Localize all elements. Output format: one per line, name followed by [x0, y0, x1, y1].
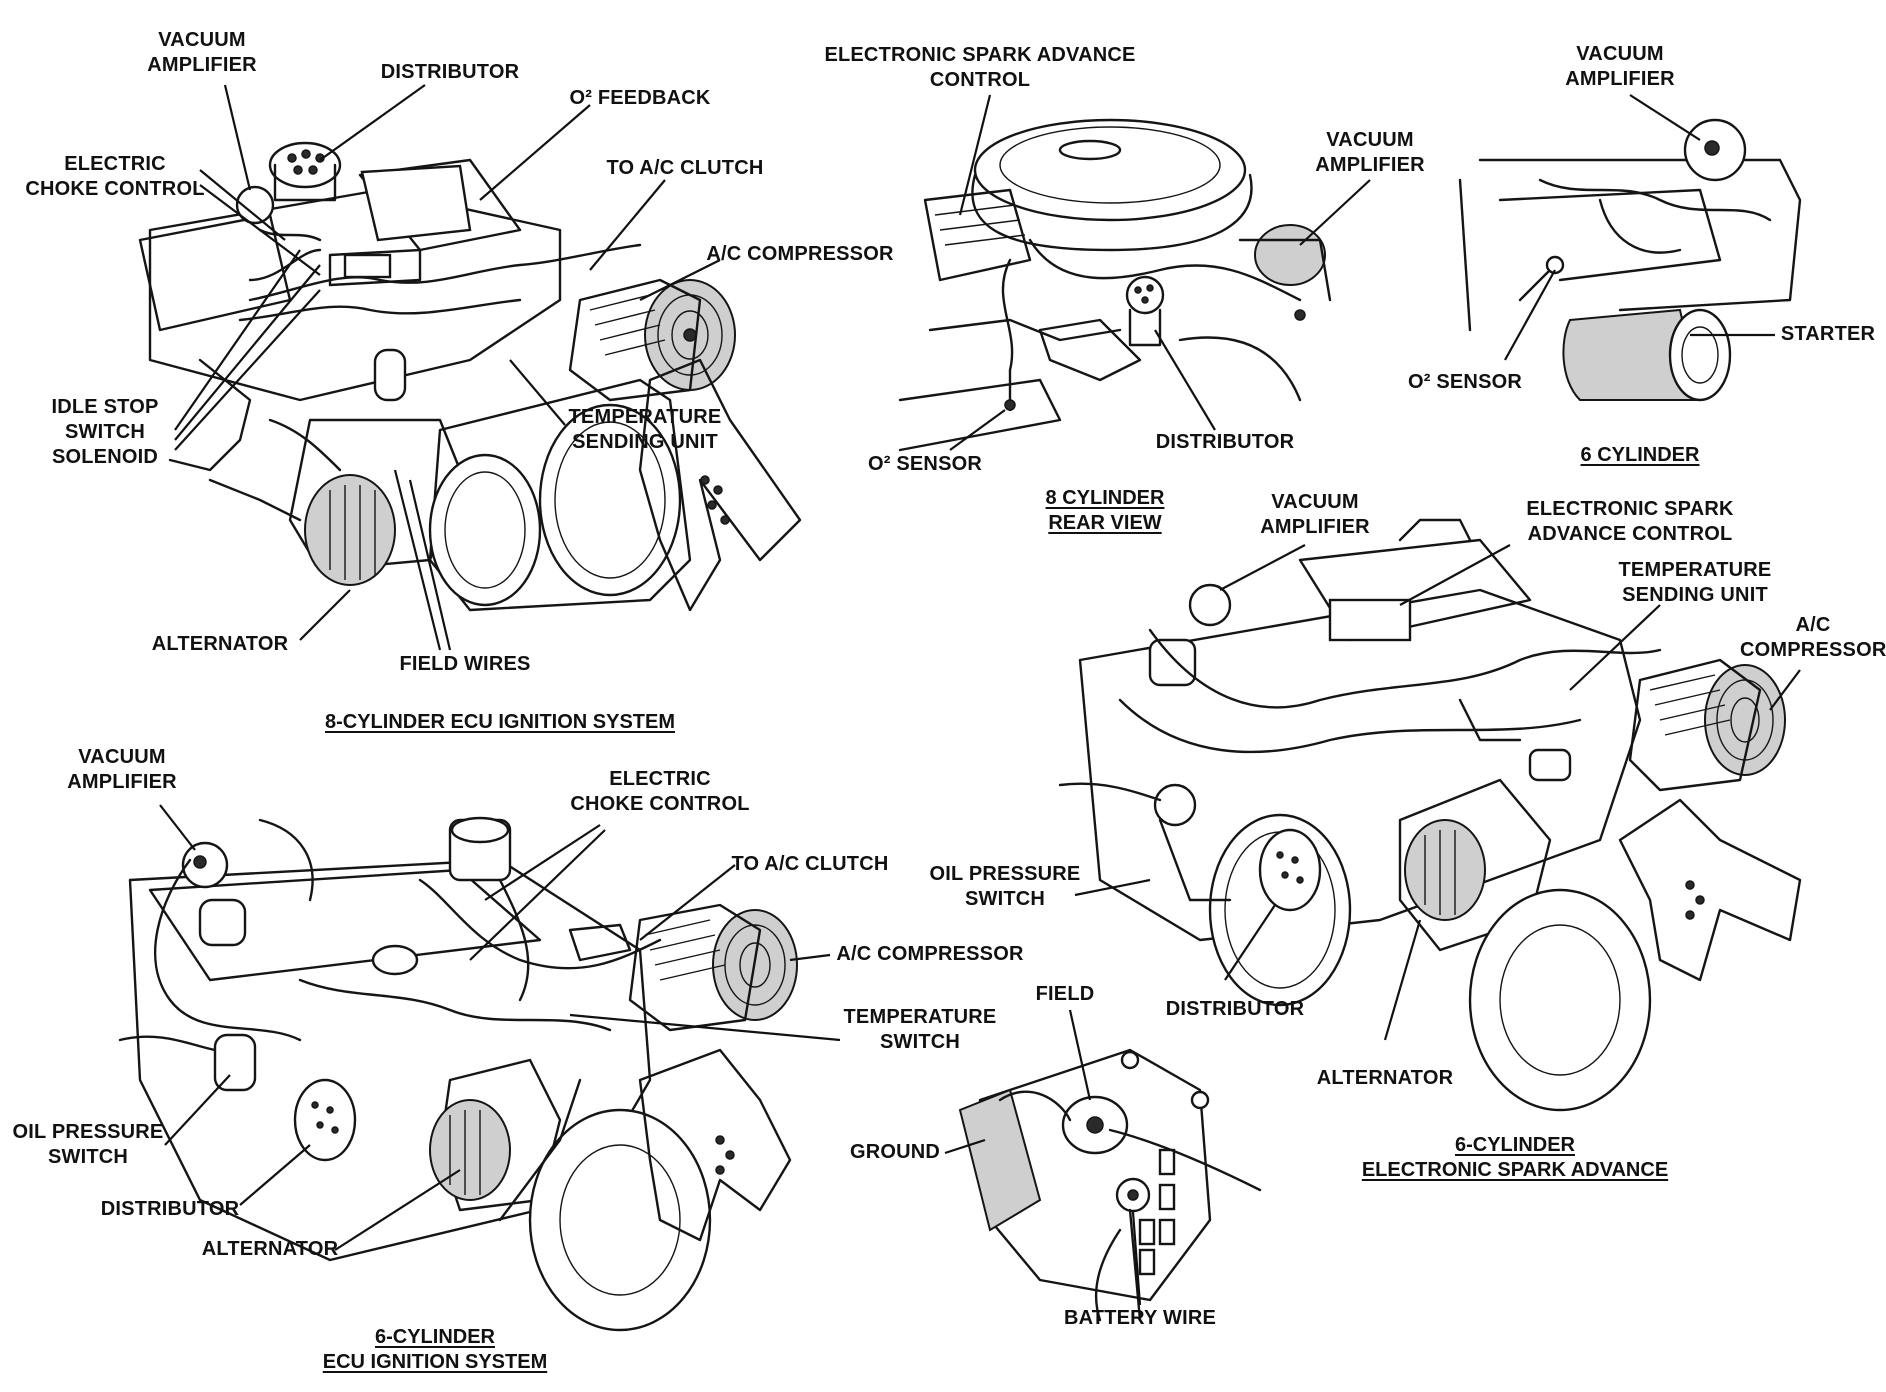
rear-vacuum-amplifier	[1254, 224, 1326, 286]
six-cyl-esa-drawing	[1058, 518, 1802, 1112]
rear-label-esa-control: ELECTRONIC SPARK ADVANCE CONTROL	[824, 44, 1136, 91]
v8-label-vacuum-amplifier: VACUUM AMPLIFIER	[147, 29, 257, 76]
v8-vacuum-amplifier	[235, 185, 275, 225]
ecu6-label-alternator: ALTERNATOR	[201, 1238, 339, 1260]
rear-label-vacuum-amplifier: VACUUM AMPLIFIER	[1315, 129, 1425, 176]
esa6-label-distributor: DISTRIBUTOR	[1165, 998, 1305, 1020]
rear-caption: 8 CYLINDER REAR VIEW	[1045, 487, 1165, 534]
v8-label-ac-clutch: TO A/C CLUTCH	[606, 157, 764, 179]
leader-lines	[159, 84, 1801, 1306]
c6-label-o2-sensor: O² SENSOR	[1407, 371, 1523, 393]
six-cyl-ecu-drawing	[118, 816, 798, 1332]
v8-label-temp-sending: TEMPERATURE SENDING UNIT	[568, 406, 722, 453]
v8-label-alternator: ALTERNATOR	[151, 633, 289, 655]
ecu6-distributor	[293, 1078, 357, 1162]
c6-label-vacuum-amplifier: VACUUM AMPLIFIER	[1565, 43, 1675, 90]
ecu6-label-ac-clutch: TO A/C CLUTCH	[731, 853, 889, 875]
rear-esa-control-box	[923, 188, 1032, 282]
rear-label-o2-sensor: O² SENSOR	[867, 453, 983, 475]
esa6-label-oil-pressure: OIL PRESSURE SWITCH	[929, 863, 1081, 910]
c6-caption: 6 CYLINDER	[1580, 444, 1700, 466]
esa6-distributor	[1258, 828, 1322, 912]
v8-engine-drawing	[138, 141, 802, 612]
v8-label-o2-feedback: O² FEEDBACK	[569, 87, 711, 109]
esa6-label-temp-sending: TEMPERATURE SENDING UNIT	[1618, 559, 1772, 606]
alt-label-field: FIELD	[1035, 983, 1095, 1005]
esa6-label-esa-control: ELECTRONIC SPARK ADVANCE CONTROL	[1526, 498, 1734, 545]
c6-label-starter: STARTER	[1780, 323, 1876, 345]
rear-label-distributor: DISTRIBUTOR	[1155, 431, 1295, 453]
ecu6-label-distributor: DISTRIBUTOR	[100, 1198, 240, 1220]
rear-distributor-cap	[1125, 275, 1165, 315]
v8-label-ac-compressor: A/C COMPRESSOR	[706, 243, 894, 265]
ecu6-label-ac-compressor: A/C COMPRESSOR	[836, 943, 1024, 965]
esa6-label-vacuum-amplifier: VACUUM AMPLIFIER	[1260, 491, 1370, 538]
alt-label-battery-wire: BATTERY WIRE	[1063, 1307, 1217, 1329]
ecu6-fan-blade	[638, 1048, 792, 1242]
v8-label-distributor: DISTRIBUTOR	[380, 61, 520, 83]
ecu6-label-temp-switch: TEMPERATURE SWITCH	[843, 1006, 997, 1053]
v8-label-electric-choke: ELECTRIC CHOKE CONTROL	[25, 153, 205, 200]
esa6-esa-control	[1328, 598, 1412, 642]
ecu6-caption: 6-CYLINDER ECU IGNITION SYSTEM	[322, 1326, 548, 1373]
esa6-label-ac-compressor: A/C COMPRESSOR	[1740, 614, 1886, 661]
six-cyl-starter-drawing	[1458, 118, 1802, 402]
v8-fan-blade	[638, 358, 802, 612]
alt-label-ground: GROUND	[849, 1141, 941, 1163]
esa6-fan-blade	[1618, 798, 1802, 982]
esa6-vacuum-amplifier	[1188, 583, 1232, 627]
ecu6-label-oil-pressure: OIL PRESSURE SWITCH	[12, 1121, 164, 1168]
alternator-detail-drawing	[958, 1048, 1262, 1322]
v8-label-field-wires: FIELD WIRES	[399, 653, 531, 675]
v8-caption: 8-CYLINDER ECU IGNITION SYSTEM	[324, 711, 676, 733]
esa6-caption: 6-CYLINDER ELECTRONIC SPARK ADVANCE	[1361, 1134, 1669, 1181]
v8-label-idle-stop: IDLE STOP SWITCH SOLENOID	[51, 396, 159, 468]
esa6-label-alternator: ALTERNATOR	[1316, 1067, 1454, 1089]
ecu6-label-vacuum-amplifier: VACUUM AMPLIFIER	[67, 746, 177, 793]
rear-view-engine-drawing	[898, 118, 1332, 452]
ecu6-label-electric-choke: ELECTRIC CHOKE CONTROL	[570, 768, 750, 815]
starter-motor	[1562, 308, 1702, 401]
